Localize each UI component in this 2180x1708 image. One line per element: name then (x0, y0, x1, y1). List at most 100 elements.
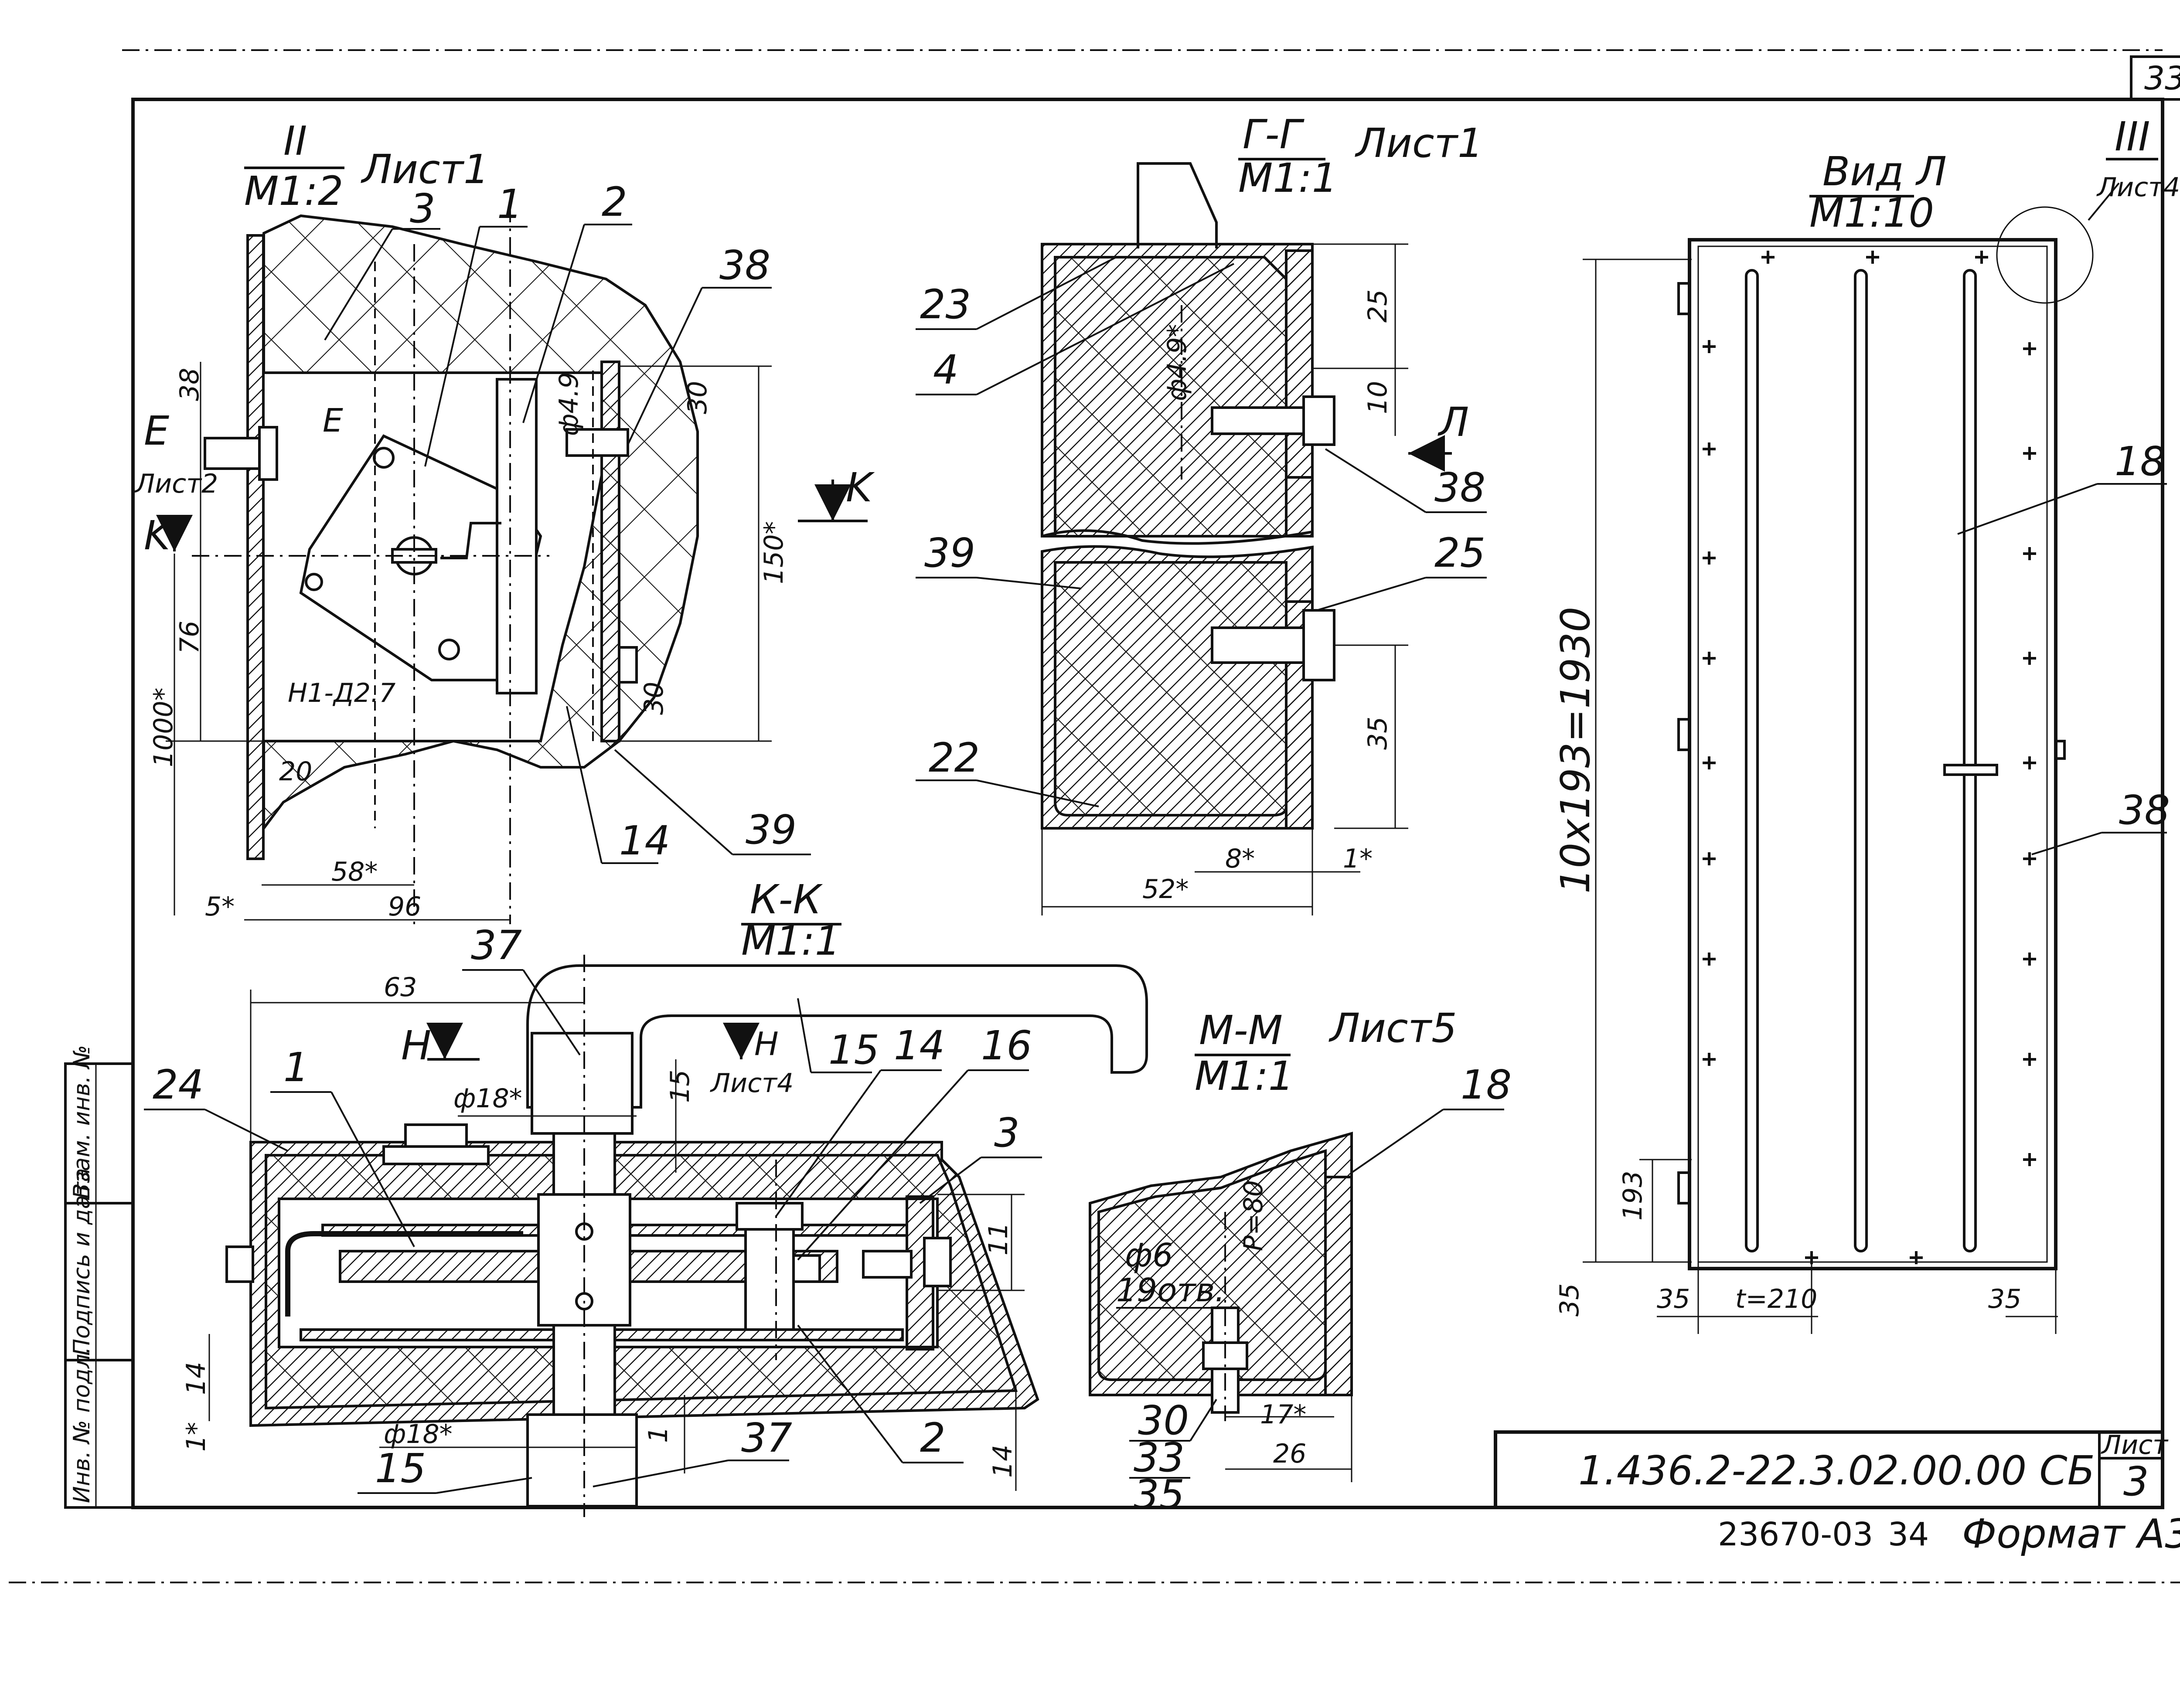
callout-2-kk: 2 (920, 1415, 946, 1461)
sheet-number-box: 33 (2130, 55, 2180, 101)
bolt-38 (565, 428, 629, 457)
cut-K-left: K (144, 512, 173, 559)
detail-II-view: II M1:2 Лист1 3 (134, 118, 875, 924)
dim-30-top: 30 (682, 381, 713, 414)
detail-III-marker (1996, 206, 2094, 304)
title-block: 1.436.2-22.3.02.00.00 СБ Лист 3 (1494, 1430, 2169, 1509)
dim-1-right: 1 (643, 1426, 674, 1443)
sheet-frame (131, 98, 2164, 1509)
callout-38: 38 (719, 242, 770, 289)
dim-phi18-bottom: ф18* (384, 1419, 453, 1449)
dim-63: 63 (384, 972, 417, 1003)
handle-15 (526, 964, 1148, 1109)
cut-H-left: Н (401, 1022, 431, 1069)
dim-26: 26 (1273, 1439, 1306, 1469)
callout-23: 23 (920, 281, 971, 328)
section-KK-view: К-К M1:1 3 (144, 876, 1148, 1517)
callout-14: 14 (619, 817, 670, 864)
callout-16: 16 (981, 1022, 1032, 1069)
panel-outline (1688, 238, 2057, 1270)
rib-2 (1854, 269, 1868, 1252)
dim-1-star: 1* (181, 1422, 211, 1452)
callout-22: 22 (929, 735, 980, 781)
dim-38: 38 (174, 368, 205, 401)
callout-39: 39 (746, 806, 797, 853)
callout-18: 18 (2115, 438, 2166, 485)
callout-25: 25 (1434, 530, 1485, 576)
dim-5: 5* (205, 891, 235, 922)
dim-35: 35 (1362, 717, 1393, 750)
dim-11: 11 (983, 1222, 1014, 1255)
dim-193: 193 (1618, 1170, 1648, 1221)
callout-37-bottom: 37 (741, 1415, 792, 1461)
callout-15-top: 15 (828, 1027, 879, 1073)
dim-14-left: 14 (181, 1362, 211, 1395)
fastener-crosses (1703, 251, 2036, 1264)
outer-shell (246, 234, 265, 860)
note-phi6: ф6 (1125, 1237, 1173, 1274)
bolt-38-gg (1211, 406, 1309, 435)
cut-H-right: Н (754, 1025, 779, 1063)
bolt-25 (1211, 626, 1309, 664)
side-stamp: Инв. № подл. Подпись и дата Взам. инв. № (64, 1045, 134, 1509)
section-KK-scale: M1:1 (741, 918, 840, 964)
lower-panel-insulation (1054, 561, 1288, 817)
pin-diameter: ф4.9 (554, 372, 584, 436)
rib-1 (1745, 269, 1759, 1252)
section-GG-sheet-ref: Лист1 (1355, 120, 1483, 167)
handle-block-bottom (526, 1413, 638, 1507)
inner-wall (600, 361, 620, 742)
callout-2: 2 (602, 179, 627, 225)
section-KK-label: К-К (750, 876, 823, 923)
callout-38-gg: 38 (1434, 464, 1485, 511)
view-L-label: Вид Л (1822, 148, 1947, 195)
handle-block-top (531, 1032, 634, 1135)
callout-15-bottom: 15 (375, 1445, 426, 1492)
section-MM-sheet-ref: Лист5 (1328, 1005, 1457, 1051)
view-arrow-L: Л (1437, 399, 1469, 446)
dim-t210: t=210 (1735, 1284, 1817, 1314)
handle-stub-top (1137, 162, 1218, 248)
callout-3: 3 (410, 185, 436, 232)
detail-II-label: II (283, 118, 307, 164)
callout-14-kk: 14 (894, 1022, 945, 1069)
callout-39-gg: 39 (924, 530, 975, 576)
callout-30: 30 (1138, 1397, 1189, 1444)
dim-8: 8* (1225, 844, 1255, 874)
dim-35-vertical: 35 (1554, 1283, 1585, 1317)
dim-30-bottom: 30 (639, 682, 669, 715)
bracket-2 (496, 378, 538, 694)
dim-phi18-top: ф18* (453, 1083, 522, 1114)
dim-14-right: 14 (988, 1445, 1018, 1478)
note-r80: Р=80 (1238, 1180, 1269, 1251)
dim-20: 20 (279, 756, 312, 787)
dim-35-right: 35 (1988, 1284, 2021, 1314)
document-code: 1.436.2-22.3.02.00.00 СБ (1578, 1447, 2095, 1494)
callout-33: 33 (1134, 1434, 1185, 1481)
stamp-signature-date: Подпись и дата (69, 1168, 95, 1356)
note-n1-d27: Н1-Д2.7 (288, 678, 395, 708)
sheet-label: Лист (2101, 1430, 2169, 1460)
section-GG-label: Г-Г (1243, 111, 1305, 158)
cut-H-sheet-ref: Лист4 (710, 1068, 794, 1099)
dim-10: 10 (1362, 381, 1393, 414)
callout-37-top: 37 (471, 922, 522, 969)
dim-96: 96 (388, 891, 421, 922)
callout-3-kk: 3 (994, 1109, 1020, 1156)
dim-17: 17* (1260, 1399, 1306, 1430)
callout-1-kk: 1 (283, 1044, 309, 1091)
cut-E-sheet-ref: Лист2 (134, 469, 218, 499)
cut-E-right: E (323, 402, 343, 439)
view-L-scale: M1:10 (1809, 190, 1934, 236)
callout-4: 4 (933, 347, 959, 393)
sheet-value: 3 (2123, 1458, 2149, 1505)
dim-35-left: 35 (1657, 1284, 1690, 1314)
callout-1: 1 (497, 181, 523, 228)
sheet-number: 33 (2144, 60, 2180, 97)
dim-58: 58* (331, 857, 378, 887)
callout-24: 24 (153, 1062, 204, 1108)
cut-E-left: E (144, 408, 169, 454)
detail-II-sheet-ref: Лист1 (361, 146, 489, 193)
callout-38-view: 38 (2119, 787, 2170, 834)
